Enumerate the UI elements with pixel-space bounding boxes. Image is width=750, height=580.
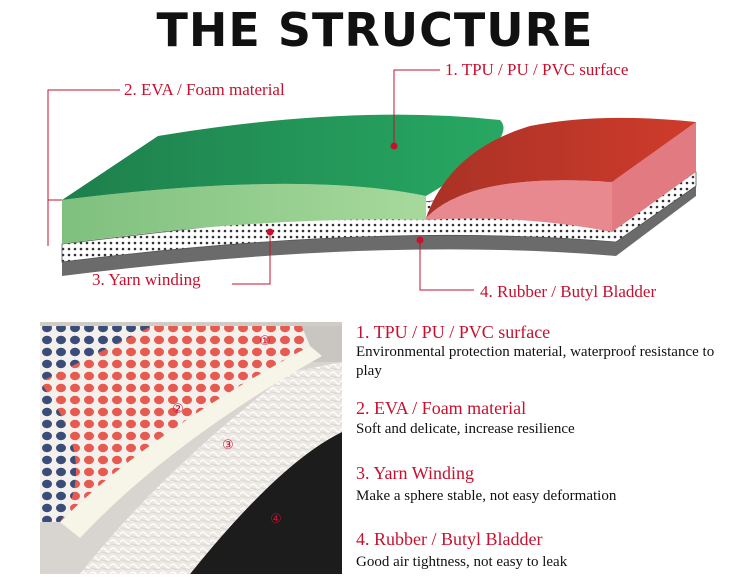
cutaway-photo: ① ② ③ ④ <box>40 322 342 574</box>
layer-3-title: 3. Yarn Winding <box>356 463 474 483</box>
layer-2-description: Soft and delicate, increase resilience <box>356 421 575 437</box>
marker-2: ② <box>172 402 184 417</box>
red-surface-layer <box>426 117 696 218</box>
layer-cross-section-diagram <box>47 69 697 291</box>
callout-foam: 2. EVA / Foam material <box>124 80 285 99</box>
cutaway-illustration <box>40 322 342 574</box>
marker-1: ① <box>259 334 271 349</box>
layer-3-description: Make a sphere stable, not easy deformati… <box>356 488 617 504</box>
green-surface-layer <box>62 114 504 200</box>
callout-surface: 1. TPU / PU / PVC surface <box>445 60 629 79</box>
layer-1-title: 1. TPU / PU / PVC surface <box>356 322 551 342</box>
marker-3: ③ <box>222 438 234 453</box>
layer-1-description: Environmental protection material, water… <box>356 344 715 379</box>
callout-yarn: 3. Yarn winding <box>92 270 201 289</box>
layer-4-title: 4. Rubber / Butyl Bladder <box>356 529 543 549</box>
green-foam-layer <box>62 183 426 244</box>
pink-foam-layer <box>426 180 612 232</box>
pink-foam-side <box>612 122 696 232</box>
layer-2-title: 2. EVA / Foam material <box>356 398 527 418</box>
callout-bladder: 4. Rubber / Butyl Bladder <box>480 282 657 301</box>
layer-4-description: Good air tightness, not easy to leak <box>356 554 568 570</box>
marker-4: ④ <box>270 512 282 527</box>
page-title: THE STRUCTURE <box>156 3 594 57</box>
